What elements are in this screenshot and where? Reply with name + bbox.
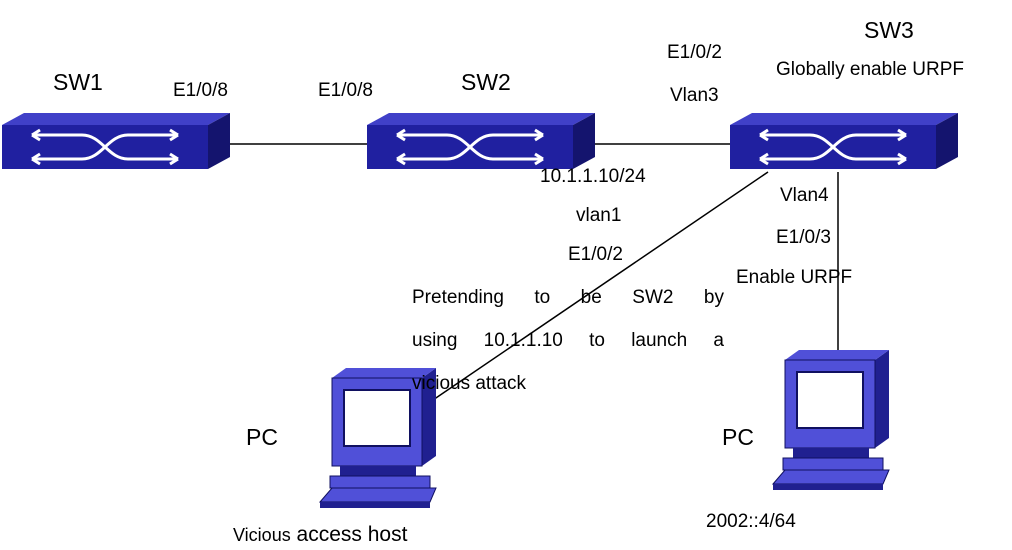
switch-arrow [31, 128, 82, 142]
switch-arrow [856, 152, 907, 166]
attack-word: by [703, 287, 724, 308]
switch-top [730, 113, 958, 125]
sw1-name: SW1 [53, 69, 103, 95]
keyboard-front [773, 484, 883, 490]
pc-unit [782, 457, 884, 471]
attack-line-1: Pretending to be SW2 by [412, 288, 724, 307]
switch-sw2-icon [367, 113, 595, 169]
attack-word: to [534, 287, 551, 308]
sw3-name: SW3 [864, 17, 914, 43]
switch-arrow [396, 152, 447, 166]
attack-line-2: using 10.1.1.10 to launch a [412, 331, 724, 350]
pc2-port-label: E1/0/3 [776, 227, 831, 248]
monitor-top [785, 350, 889, 360]
switch-arrow [128, 128, 179, 142]
attacker-host-caption: Vicious access host [233, 524, 407, 545]
switch-top [367, 113, 595, 125]
attacker-vlan-label: vlan1 [576, 205, 622, 226]
switch-arrows [759, 128, 907, 166]
monitor-side [422, 368, 436, 466]
link-attacker-sw3 [429, 171, 769, 403]
attack-line-3: vicious attack [412, 374, 526, 393]
attack-word: be [580, 287, 602, 308]
attacker-caption-rest: access host [290, 523, 408, 546]
sw1-port-label: E1/0/8 [173, 80, 228, 101]
switch-arrow [759, 128, 810, 142]
attack-word: using [412, 330, 458, 351]
pc-2-icon [771, 350, 890, 490]
switch-arrow [128, 152, 179, 166]
switch-side [208, 113, 230, 169]
monitor-screen [796, 371, 864, 429]
attack-word: vicious attack [412, 373, 527, 394]
switch-arrow [31, 152, 82, 166]
pc2-urpf-label: Enable URPF [736, 267, 853, 288]
switch-side [573, 113, 595, 169]
monitor-top [332, 368, 436, 378]
attack-word: SW2 [632, 287, 674, 308]
sw2-name: SW2 [461, 69, 511, 95]
attack-word: launch [631, 330, 688, 351]
switch-arrow [81, 133, 129, 161]
pc-base [793, 448, 869, 458]
monitor-side [875, 350, 889, 448]
attacker-pc-name: PC [246, 424, 278, 450]
attacker-port-label: E1/0/2 [568, 244, 623, 265]
switch-top [2, 113, 230, 125]
keyboard-front [320, 502, 430, 508]
switch-arrow [446, 133, 494, 161]
switch-arrow [493, 128, 544, 142]
switch-arrow [493, 152, 544, 166]
switch-arrows [31, 128, 179, 166]
sw3-port-e102-label: E1/0/2 [667, 42, 722, 63]
switch-arrow [759, 152, 810, 166]
switch-arrow [809, 133, 857, 161]
switch-side [936, 113, 958, 169]
switch-arrow [856, 128, 907, 142]
pc-unit [329, 475, 431, 489]
keyboard [771, 469, 890, 485]
switch-sw1-icon [2, 113, 230, 169]
switch-arrow [396, 128, 447, 142]
sw3-vlan3-label: Vlan3 [670, 85, 719, 106]
pc2-ip-label: 2002::4/64 [706, 511, 796, 532]
attack-word: 10.1.1.10 [483, 330, 563, 351]
keyboard [318, 487, 437, 503]
monitor-screen [343, 389, 411, 447]
pc2-name: PC [722, 424, 754, 450]
pc-base [340, 466, 416, 476]
sw3-note: Globally enable URPF [776, 59, 964, 80]
attack-word: to [589, 330, 605, 351]
switch-arrows [396, 128, 544, 166]
attacker-caption-prefix: Vicious [233, 525, 291, 545]
attack-word: Pretending [412, 287, 504, 308]
switch-sw3-icon [730, 113, 958, 169]
pc2-vlan-label: Vlan4 [780, 185, 829, 206]
attack-description: Pretending to be SW2 by using 10.1.1.10 to laun… [412, 288, 724, 398]
pc-attacker-icon [318, 368, 437, 508]
attack-word: a [713, 330, 724, 351]
sw2-port-label: E1/0/8 [318, 80, 373, 101]
attacker-ip-label: 10.1.1.10/24 [540, 166, 646, 187]
